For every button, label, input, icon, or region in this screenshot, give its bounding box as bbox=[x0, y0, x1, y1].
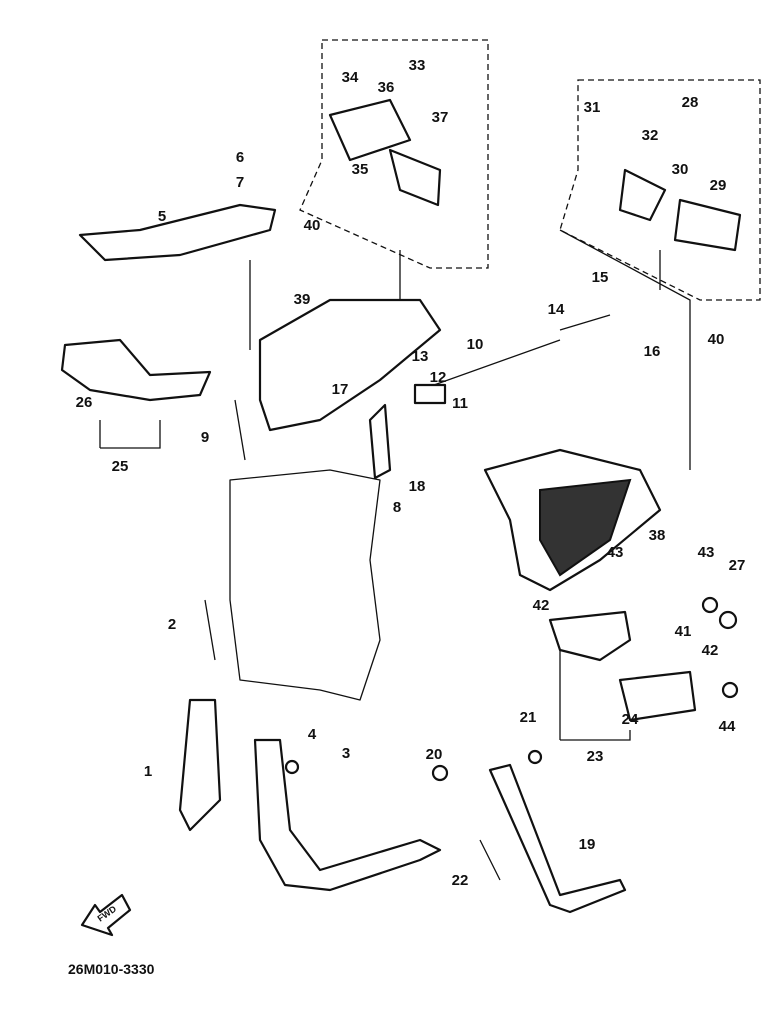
callout-36: 36 bbox=[378, 79, 395, 96]
callout-1: 1 bbox=[144, 763, 152, 780]
fwd-arrow: FWD bbox=[80, 893, 132, 937]
callout-10: 10 bbox=[467, 336, 484, 353]
bracket-lines bbox=[99, 420, 631, 741]
callout-40: 40 bbox=[708, 331, 725, 348]
callout-12: 12 bbox=[430, 369, 447, 386]
callout-29: 29 bbox=[710, 177, 727, 194]
callout-5: 5 bbox=[158, 208, 166, 225]
parts bbox=[60, 98, 742, 914]
footpeg-bracket-30 bbox=[618, 168, 667, 222]
callout-19: 19 bbox=[579, 836, 596, 853]
callout-42: 42 bbox=[533, 597, 550, 614]
rear-footpeg-34 bbox=[328, 98, 412, 162]
nut-27 bbox=[718, 610, 738, 630]
footrest-26 bbox=[60, 338, 212, 402]
group-boxes bbox=[99, 39, 761, 741]
engine-case-outline bbox=[229, 469, 381, 701]
callout-24: 24 bbox=[622, 711, 639, 728]
footrest-bracket-39 bbox=[258, 298, 442, 432]
washer-4 bbox=[284, 759, 300, 775]
callout-32: 32 bbox=[642, 127, 659, 144]
callout-40: 40 bbox=[304, 217, 321, 234]
callout-15: 15 bbox=[592, 269, 609, 286]
callout-41: 41 bbox=[675, 623, 692, 640]
callout-38: 38 bbox=[649, 527, 666, 544]
callout-9: 9 bbox=[201, 429, 209, 446]
bracket-23 bbox=[548, 610, 632, 662]
callout-3: 3 bbox=[342, 745, 350, 762]
callout-37: 37 bbox=[432, 109, 449, 126]
callout-6: 6 bbox=[236, 149, 244, 166]
washer-43 bbox=[701, 596, 719, 614]
sidestand-19 bbox=[488, 763, 627, 914]
callout-26: 26 bbox=[76, 394, 93, 411]
callout-13: 13 bbox=[412, 348, 429, 365]
switch-20 bbox=[431, 764, 449, 782]
callout-14: 14 bbox=[548, 301, 565, 318]
callout-18: 18 bbox=[409, 478, 426, 495]
fwd-arrow-icon bbox=[80, 893, 132, 937]
callout-30: 30 bbox=[672, 161, 689, 178]
rod-10-14 bbox=[419, 314, 611, 391]
callout-43: 43 bbox=[698, 544, 715, 561]
callout-17: 17 bbox=[332, 381, 349, 398]
callout-39: 39 bbox=[294, 291, 311, 308]
centerstand-1-left bbox=[178, 698, 222, 832]
callout-34: 34 bbox=[342, 69, 359, 86]
callout-20: 20 bbox=[426, 746, 443, 763]
callout-28: 28 bbox=[682, 94, 699, 111]
bracket-plate-38 bbox=[539, 478, 632, 577]
callout-31: 31 bbox=[584, 99, 601, 116]
callout-16: 16 bbox=[644, 343, 661, 360]
footpeg-bracket-35 bbox=[388, 148, 442, 207]
leader-lines bbox=[249, 229, 691, 470]
right-footrest-group-box bbox=[559, 79, 761, 301]
callout-2: 2 bbox=[168, 616, 176, 633]
callout-8: 8 bbox=[393, 499, 401, 516]
callout-7: 7 bbox=[236, 174, 244, 191]
callout-25: 25 bbox=[112, 458, 129, 475]
callout-labels: 3334363735406753926259131217101114151618… bbox=[76, 57, 746, 889]
brake-pedal-5 bbox=[78, 203, 277, 262]
callout-22: 22 bbox=[452, 872, 469, 889]
footpeg-24 bbox=[618, 670, 697, 722]
callout-4: 4 bbox=[308, 726, 317, 743]
callout-35: 35 bbox=[352, 161, 369, 178]
callout-43: 43 bbox=[607, 544, 624, 561]
right-footpeg-29 bbox=[673, 198, 742, 252]
springs bbox=[204, 399, 501, 881]
callout-27: 27 bbox=[729, 557, 746, 574]
callout-44: 44 bbox=[719, 718, 736, 735]
diagram-code: 26M010-3330 bbox=[68, 961, 155, 977]
nut-21 bbox=[527, 749, 543, 765]
rear-footrest-group-box bbox=[299, 39, 489, 269]
callout-23: 23 bbox=[587, 748, 604, 765]
centerstand-1 bbox=[253, 738, 442, 892]
joint-10 bbox=[413, 383, 447, 405]
shift-arm-8 bbox=[368, 403, 392, 480]
callout-11: 11 bbox=[452, 395, 468, 412]
callout-33: 33 bbox=[409, 57, 426, 74]
callout-42: 42 bbox=[702, 642, 719, 659]
nut-44 bbox=[721, 681, 739, 699]
callout-21: 21 bbox=[520, 709, 537, 726]
